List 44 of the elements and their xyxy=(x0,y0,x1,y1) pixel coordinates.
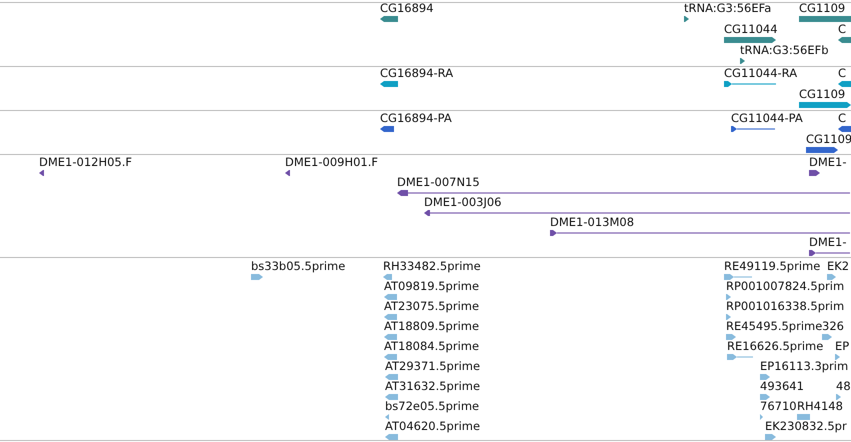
feature-label: bs33b05.5prime xyxy=(251,260,346,273)
feature-label: CG1109 xyxy=(799,88,846,101)
feature-label: CG16894 xyxy=(380,2,434,15)
feature-label: bs72e05.5prime xyxy=(385,400,480,413)
feature-label: RP001016338.5prim xyxy=(726,300,844,313)
feature-label: DME1-003J06 xyxy=(424,196,502,209)
feature-label: CG16894-PA xyxy=(380,112,452,125)
feature-label: 76710 xyxy=(760,400,797,413)
feature-label: 326 xyxy=(822,320,844,333)
feature-label: AT31632.5prime xyxy=(385,380,480,393)
feature-label: EP xyxy=(835,340,850,353)
feature-label: CG11044-RA xyxy=(724,67,798,80)
feature-label: AT23075.5prime xyxy=(384,300,480,313)
feature-label: C xyxy=(838,23,846,36)
feature-label: 48 xyxy=(836,380,851,393)
feature-label: EK230832.5pr xyxy=(765,420,847,433)
feature-label: DME1-007N15 xyxy=(397,176,480,189)
feature-label: CG11044-PA xyxy=(731,112,803,125)
feature-label: DME1-009H01.F xyxy=(285,156,378,169)
feature-label: 493641 xyxy=(760,380,804,393)
feature-label: AT18084.5prime xyxy=(384,340,480,353)
feature-label: RH33482.5prime xyxy=(383,260,481,273)
feature-label: C xyxy=(838,67,846,80)
feature-label: DME1- xyxy=(809,156,847,169)
feature-label: EP16113.3prim xyxy=(760,360,848,373)
feature-label: AT29371.5prime xyxy=(385,360,480,373)
feature-label: EK2 xyxy=(827,260,850,273)
feature-label: DME1-012H05.F xyxy=(39,156,132,169)
feature-label: tRNA:G3:56EFb xyxy=(740,44,829,57)
feature-label: RE16626.5prime xyxy=(727,340,824,353)
feature-label: CG1109 xyxy=(799,2,846,15)
feature-label: DME1- xyxy=(809,236,847,249)
feature-label: RP001007824.5prim xyxy=(726,280,844,293)
feature-label: CG16894-RA xyxy=(380,67,454,80)
feature-label: RE49119.5prime xyxy=(724,260,820,273)
feature-label: RE45495.5prime xyxy=(726,320,822,333)
feature-label: C xyxy=(838,112,846,125)
feature-label: AT09819.5prime xyxy=(384,280,480,293)
feature-label: AT04620.5prime xyxy=(385,420,480,433)
feature-label: CG11044 xyxy=(724,23,778,36)
feature-label: DME1-013M08 xyxy=(550,216,634,229)
feature-label: AT18809.5prime xyxy=(384,320,480,333)
feature-label: tRNA:G3:56EFa xyxy=(684,2,772,15)
feature-label: RH4148 xyxy=(797,400,843,413)
